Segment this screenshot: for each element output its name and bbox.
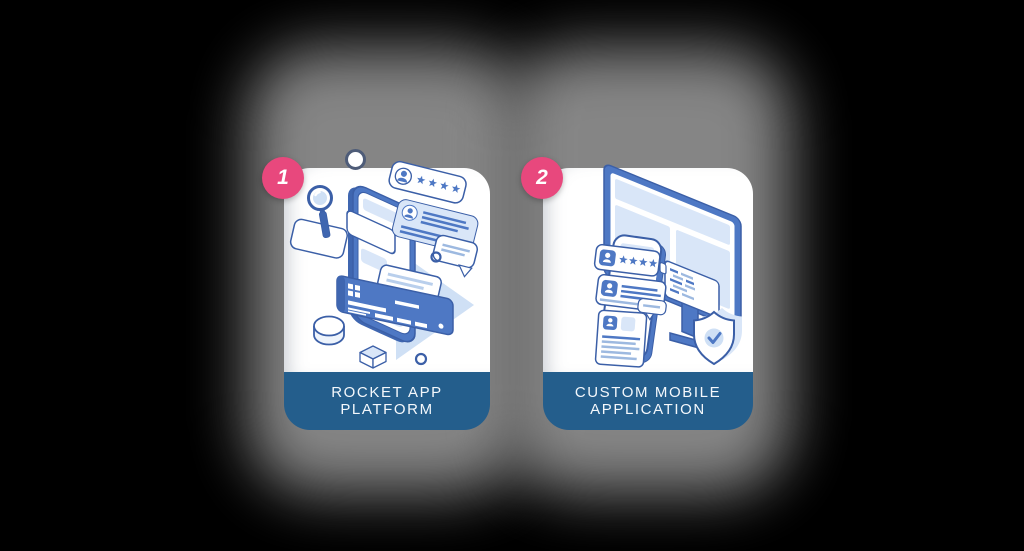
credit-card-icon <box>336 275 454 336</box>
card-custom-mobile-application[interactable]: CUSTOM MOBILE APPLICATION 2 <box>521 157 753 430</box>
card2-footer: CUSTOM MOBILE APPLICATION <box>543 372 753 430</box>
step-number-badge-2: 2 <box>521 157 563 199</box>
card1-footer: ROCKET APP PLATFORM <box>284 372 490 430</box>
chat-bubble-icon <box>432 234 479 278</box>
chat-bubble-icon <box>637 297 667 316</box>
rating-stars-bubble-icon <box>388 160 467 204</box>
cube-shape <box>359 345 387 369</box>
card-rocket-app-platform[interactable]: ROCKET APP PLATFORM 1 <box>262 149 490 430</box>
custom-mobile-application-illustration <box>593 164 742 368</box>
badge-number: 1 <box>277 166 289 189</box>
dot-circle <box>414 352 428 366</box>
badge-number: 2 <box>536 166 548 189</box>
dot-circle <box>430 251 442 263</box>
blank-bubble-icon <box>289 218 348 259</box>
shield-check-icon <box>693 308 742 366</box>
card1-title: ROCKET APP PLATFORM <box>331 383 443 419</box>
card2-title: CUSTOM MOBILE APPLICATION <box>574 383 722 419</box>
step-number-badge-1: 1 <box>262 157 304 199</box>
pin-circle <box>345 149 366 170</box>
cylinder-shape <box>313 315 345 346</box>
rocket-app-platform-illustration <box>289 160 479 369</box>
code-window-icon <box>659 260 720 318</box>
document-card-icon <box>594 309 648 368</box>
rating-stars-bubble-icon <box>593 243 661 277</box>
magnifier-icon <box>307 185 333 239</box>
